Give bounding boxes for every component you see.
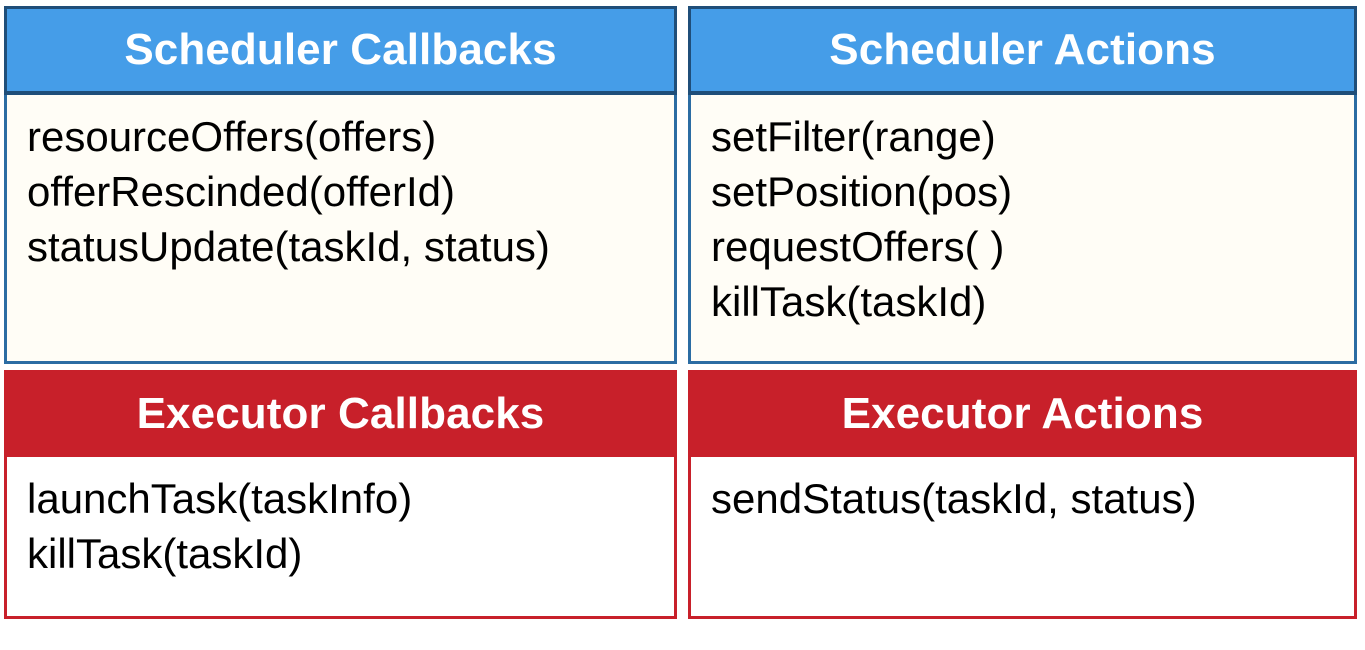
api-item: setPosition(pos)	[711, 168, 1013, 215]
api-item: sendStatus(taskId, status)	[711, 475, 1197, 522]
panel-executor-actions: Executor Actions sendStatus(taskId, stat…	[688, 370, 1357, 619]
panel-body-scheduler-callbacks: resourceOffers(offers) offerRescinded(of…	[4, 95, 677, 364]
panel-body-executor-callbacks: launchTask(taskInfo) killTask(taskId)	[4, 457, 677, 619]
api-item: requestOffers( )	[711, 223, 1005, 270]
panel-scheduler-callbacks: Scheduler Callbacks resourceOffers(offer…	[4, 6, 677, 364]
panel-header-scheduler-callbacks: Scheduler Callbacks	[4, 6, 677, 95]
panel-body-scheduler-actions: setFilter(range) setPosition(pos) reques…	[688, 95, 1357, 364]
panel-executor-callbacks: Executor Callbacks launchTask(taskInfo) …	[4, 370, 677, 619]
api-item: launchTask(taskInfo)	[27, 475, 413, 522]
api-item: killTask(taskId)	[711, 278, 987, 325]
api-list-scheduler-actions: setFilter(range) setPosition(pos) reques…	[691, 95, 1354, 329]
api-list-executor-callbacks: launchTask(taskInfo) killTask(taskId)	[7, 457, 674, 581]
api-item: statusUpdate(taskId, status)	[27, 223, 550, 270]
api-list-scheduler-callbacks: resourceOffers(offers) offerRescinded(of…	[7, 95, 674, 274]
panel-header-executor-actions: Executor Actions	[688, 370, 1357, 457]
api-item: offerRescinded(offerId)	[27, 168, 456, 215]
api-item: setFilter(range)	[711, 113, 996, 160]
api-list-executor-actions: sendStatus(taskId, status)	[691, 457, 1354, 526]
api-item: resourceOffers(offers)	[27, 113, 437, 160]
panel-header-executor-callbacks: Executor Callbacks	[4, 370, 677, 457]
panel-scheduler-actions: Scheduler Actions setFilter(range) setPo…	[688, 6, 1357, 364]
panel-body-executor-actions: sendStatus(taskId, status)	[688, 457, 1357, 619]
panel-header-scheduler-actions: Scheduler Actions	[688, 6, 1357, 95]
api-item: killTask(taskId)	[27, 530, 303, 577]
